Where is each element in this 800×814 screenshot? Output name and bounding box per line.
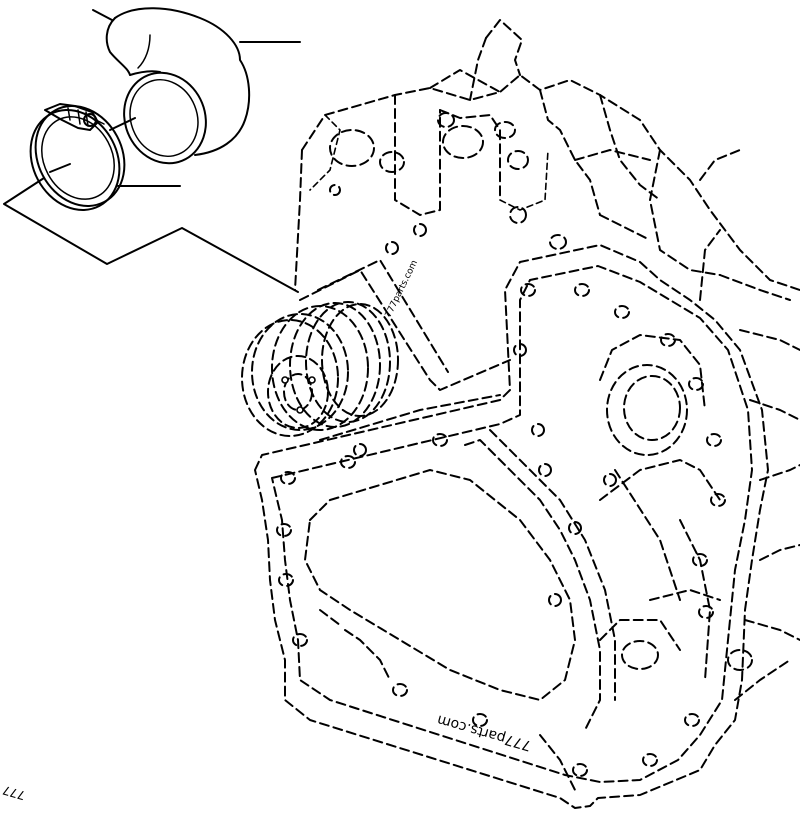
engine-block	[294, 19, 800, 291]
engine-side-detail	[699, 149, 800, 701]
drive-belt	[299, 259, 511, 441]
timing-cover-plate	[254, 244, 769, 809]
watermark-corner: 777	[1, 783, 27, 803]
watermark-upper: 777parts.com	[384, 259, 420, 319]
hose-callout-leader	[92, 9, 301, 43]
hose-clamp	[29, 103, 126, 211]
clamp-callout-leader	[49, 117, 181, 187]
watermark-lower: 777parts.com	[435, 711, 533, 753]
pulley-callout-leader	[3, 177, 299, 293]
crankshaft-pulley	[241, 301, 399, 437]
hose-elbow	[105, 7, 251, 165]
